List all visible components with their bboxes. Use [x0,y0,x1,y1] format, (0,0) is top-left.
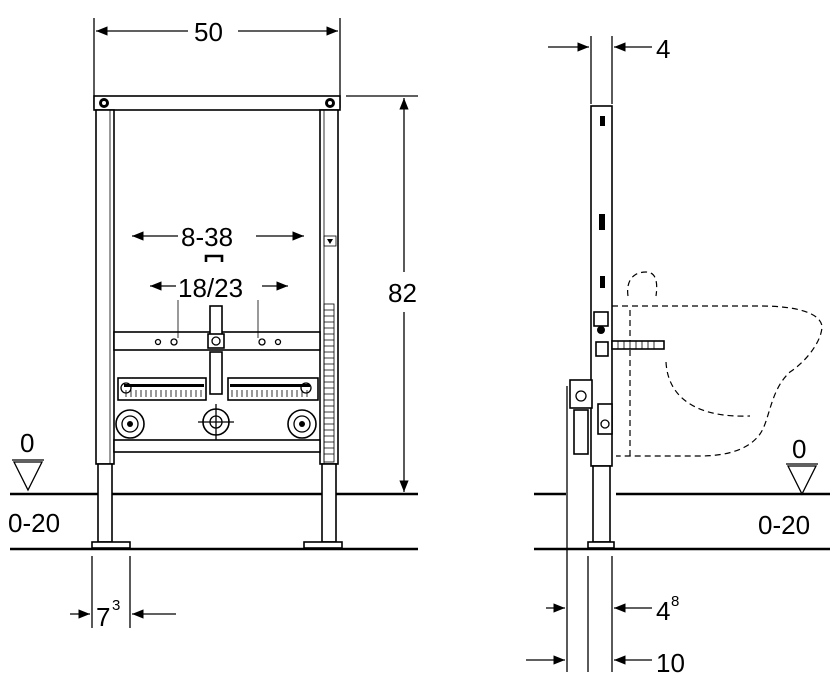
threaded-rod [611,340,665,350]
front-view: 0 0-20 50 82 [8,17,418,632]
left-leg [97,463,113,543]
mounting-rail-left [117,377,207,401]
supply-pipe [209,305,223,337]
frame-bottom-rail [113,439,321,453]
total-depth-label: 10 [656,648,685,678]
bottom-depth-sup: 8 [671,593,679,610]
fixing-bolt-icon [120,382,132,394]
right-foot [303,541,343,549]
front-floor-triangle-icon [12,459,44,492]
side-view: 0 0-20 4 [526,34,830,678]
side-leg [592,465,611,543]
level-marker-icon [323,235,337,247]
supply-valve [569,379,593,409]
frame-left-upright [95,109,115,465]
side-foot [587,541,615,549]
drain-fitting-right [287,409,317,439]
bottom-depth-label: 4 [656,596,670,626]
depth-label: 4 [656,34,670,64]
front-floor-range-label: 0-20 [8,508,60,538]
height-label: 82 [388,278,417,308]
frame-right-upright [319,109,339,465]
side-floor-range-label: 0-20 [758,510,810,540]
drain-fitting-center [198,404,234,440]
bidet-outline [612,271,823,457]
connection-bracket-icon [204,254,224,262]
side-floor-triangle-icon [786,463,818,496]
foot-offset-label: 7 [96,602,110,632]
drain-fitting-left [115,409,145,439]
height-scale [323,303,335,463]
side-floor-level-label: 0 [792,434,806,464]
right-leg [321,463,337,543]
frame-top-rail [93,95,341,111]
foot-offset-sup: 3 [112,597,120,614]
fixing-bolt-icon [300,382,312,394]
fixing-holes-label: 18/23 [178,273,243,303]
front-floor-level-label: 0 [20,428,34,458]
connection-range-label: 8-38 [181,222,233,252]
left-foot [91,541,131,549]
width-label: 50 [194,17,223,47]
mounting-rail-right [227,377,319,401]
